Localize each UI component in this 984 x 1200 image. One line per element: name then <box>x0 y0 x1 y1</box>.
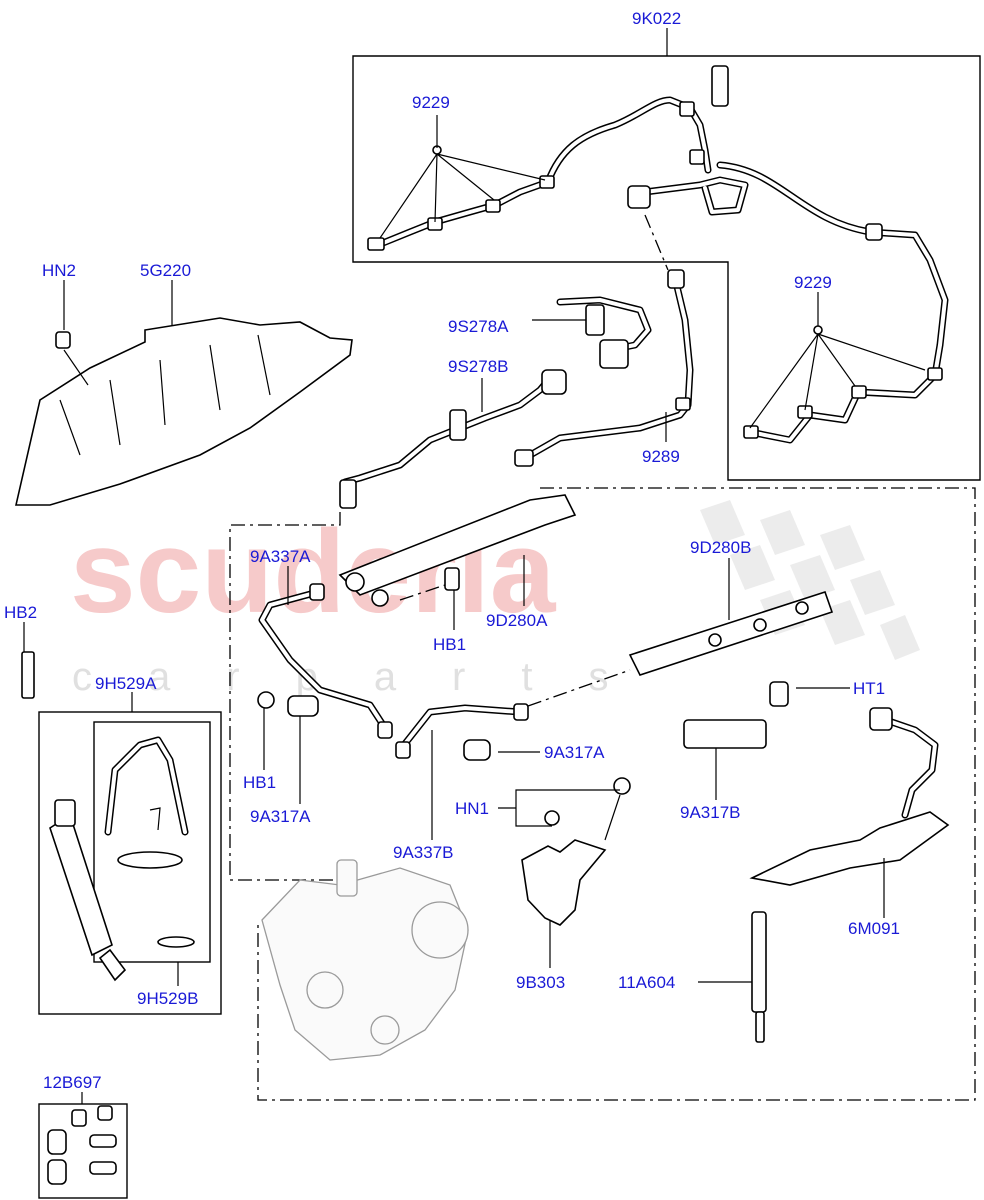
caps-12b697 <box>47 1105 117 1185</box>
label-6m091: 6M091 <box>848 919 900 938</box>
caps-group-box <box>38 1103 128 1199</box>
glow-plug-11a604 <box>751 911 767 1043</box>
label-9a337a: 9A337A <box>250 547 311 566</box>
fuel-pump-ghost <box>261 859 469 1061</box>
label-9229-right: 9229 <box>794 273 832 292</box>
label-9a317b: 9A317B <box>680 803 741 822</box>
label-9a317a-left: 9A317A <box>250 807 311 826</box>
label-hn2: HN2 <box>42 261 76 280</box>
bolt-dash <box>399 584 446 601</box>
label-9a317a-right: 9A317A <box>544 743 605 762</box>
return-hose-assembly <box>367 65 949 444</box>
hose-9289 <box>514 269 694 467</box>
label-9a337b: 9A337B <box>393 843 454 862</box>
fuel-return-group-box <box>352 55 981 481</box>
label-9b303: 9B303 <box>516 973 565 992</box>
rail-to-pipe-dash <box>527 669 631 707</box>
bracket-9b303 <box>521 839 607 926</box>
label-11a604: 11A604 <box>618 973 675 992</box>
return-line-dash <box>644 214 669 271</box>
glow-harness <box>749 707 950 886</box>
label-9d280b: 9D280B <box>690 538 751 557</box>
label-5g220: 5G220 <box>140 261 191 280</box>
injector-inner-box <box>93 721 211 963</box>
label-hn1: HN1 <box>455 799 489 818</box>
label-ht1: HT1 <box>853 679 885 698</box>
fuel-rail-9d280a <box>338 494 577 607</box>
hose-9s278 <box>339 296 652 509</box>
high-pressure-pipes <box>258 583 529 759</box>
rail-group-dashed-outline <box>257 487 976 1101</box>
label-9s278b: 9S278B <box>448 357 509 376</box>
label-9h529b: 9H529B <box>137 989 198 1008</box>
heat-shield <box>14 317 353 506</box>
label-9h529a: 9H529A <box>95 674 157 693</box>
small-fittings <box>21 651 789 826</box>
label-9k022: 9K022 <box>632 9 681 28</box>
watermark-sub: carparts <box>72 655 665 699</box>
label-hb1-top: HB1 <box>433 635 466 654</box>
label-9s278a: 9S278A <box>448 317 509 336</box>
fuel-rail-9d280b <box>628 590 834 676</box>
label-hb1-left: HB1 <box>243 773 276 792</box>
label-9289: 9289 <box>642 447 680 466</box>
injector-assembly <box>49 736 195 982</box>
part-labels: 9K022 9229 9229 HN2 5G220 9S278A 9S278B … <box>4 9 900 1092</box>
label-12b697: 12B697 <box>43 1073 102 1092</box>
label-hb2: HB2 <box>4 603 37 622</box>
leader-lines <box>23 28 926 1104</box>
pump-group-dashed-outline <box>229 512 341 881</box>
label-9229-top: 9229 <box>412 93 450 112</box>
injector-group-box <box>38 711 222 1015</box>
label-9d280a: 9D280A <box>486 611 548 630</box>
